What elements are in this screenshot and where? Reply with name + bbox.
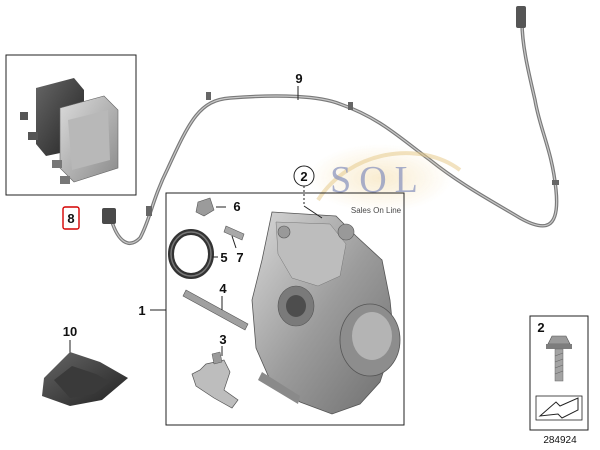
grease-packet: 10 bbox=[42, 324, 128, 406]
legend-box: 2 bbox=[529, 315, 589, 431]
guide-pin: 4 bbox=[182, 281, 249, 331]
brake-pads-panel: 8 bbox=[5, 54, 137, 230]
label-8: 8 bbox=[67, 211, 74, 226]
sensor-connector bbox=[516, 6, 526, 28]
label-2: 2 bbox=[300, 169, 307, 184]
wear-sensor-wire bbox=[102, 6, 559, 245]
brake-pad-front bbox=[52, 95, 119, 184]
seal-ring: 5 bbox=[168, 229, 228, 279]
bolt-icon bbox=[546, 335, 572, 382]
part-8-highlight[interactable] bbox=[62, 206, 80, 230]
callout-2: 2 bbox=[293, 165, 323, 219]
label-7: 7 bbox=[236, 250, 243, 265]
caliper-assembly-panel: 1 6 7 5 bbox=[138, 165, 405, 426]
label-1: 1 bbox=[138, 303, 145, 318]
spring-clip: 3 bbox=[191, 332, 239, 409]
watermark-tagline: Sales On Line bbox=[351, 206, 402, 215]
label-4: 4 bbox=[219, 281, 227, 296]
callout-9: 9 bbox=[295, 71, 303, 100]
sensor-probe bbox=[102, 208, 116, 224]
label-5: 5 bbox=[220, 250, 227, 265]
bleed-cap: 6 bbox=[195, 197, 241, 217]
view-direction-icon bbox=[535, 395, 583, 421]
sol-watermark: SOL Sales On Line bbox=[308, 144, 462, 215]
legend-label-2: 2 bbox=[537, 320, 544, 335]
label-9: 9 bbox=[295, 71, 302, 86]
label-6: 6 bbox=[233, 199, 240, 214]
brake-caliper bbox=[251, 211, 401, 415]
label-3: 3 bbox=[219, 332, 226, 347]
label-10: 10 bbox=[63, 324, 77, 339]
diagram-reference: 284924 bbox=[543, 435, 577, 446]
bleed-screw: 7 bbox=[223, 225, 245, 265]
watermark-brand: SOL bbox=[330, 159, 426, 201]
